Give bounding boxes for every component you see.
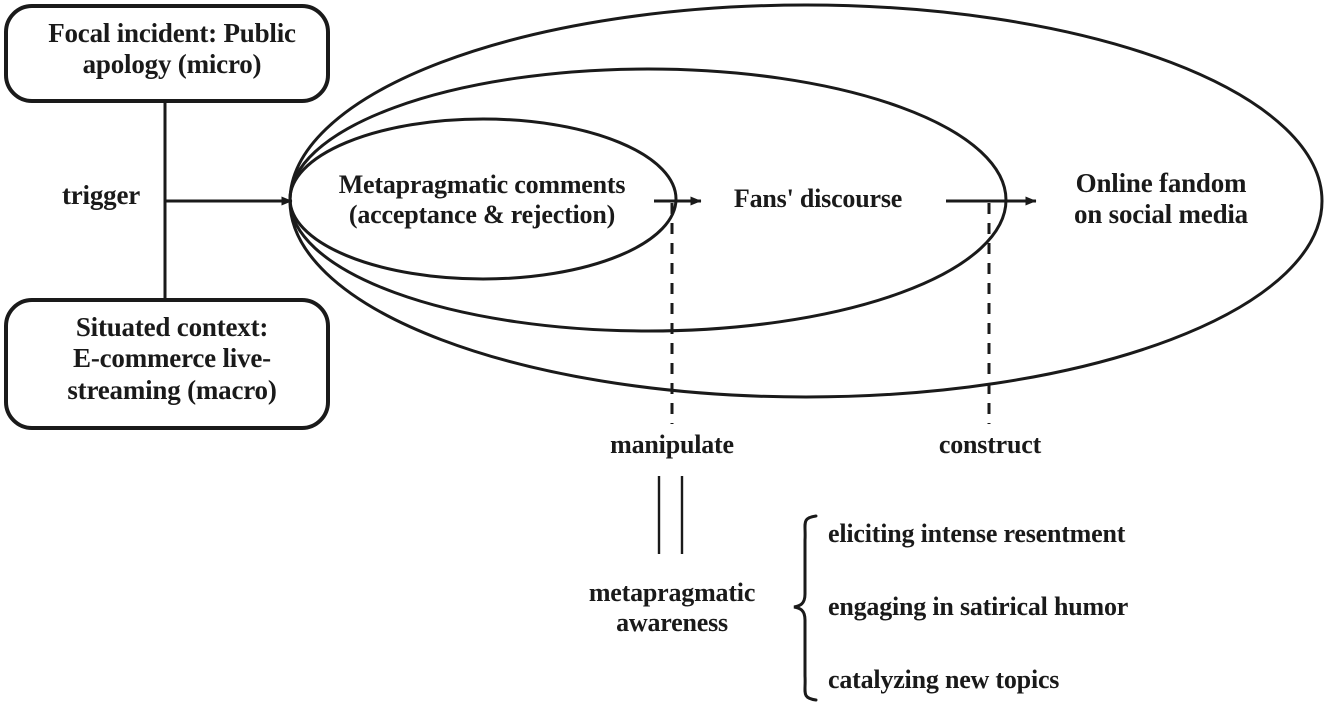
outcomes-curly-brace [793, 514, 818, 702]
focal-incident-label: Focal incident: Public apology (micro) [48, 18, 296, 80]
inner-ellipse-metapragmatic-comments [288, 117, 678, 281]
outcome-item: catalyzing new topics [828, 665, 1060, 694]
outcome-item: engaging in satirical humor [828, 592, 1129, 621]
focal-incident-box [4, 4, 330, 103]
online-fandom-label: Online fandom on social media [1073, 168, 1248, 230]
situated-context-box [4, 298, 330, 430]
manipulate-label: manipulate [610, 430, 734, 459]
trigger-label: trigger [61, 180, 141, 210]
situated-context-label: Situated context: E-commerce live- strea… [67, 312, 277, 405]
construct-label: construct [938, 430, 1042, 459]
fans-discourse-label: Fans' discourse [733, 184, 903, 213]
metapragmatic-awareness-label: metapragmatic awareness [588, 578, 756, 638]
outcome-item: eliciting intense resentment [828, 519, 1126, 548]
metapragmatic-comments-label: Metapragmatic comments (acceptance & rej… [338, 170, 626, 230]
